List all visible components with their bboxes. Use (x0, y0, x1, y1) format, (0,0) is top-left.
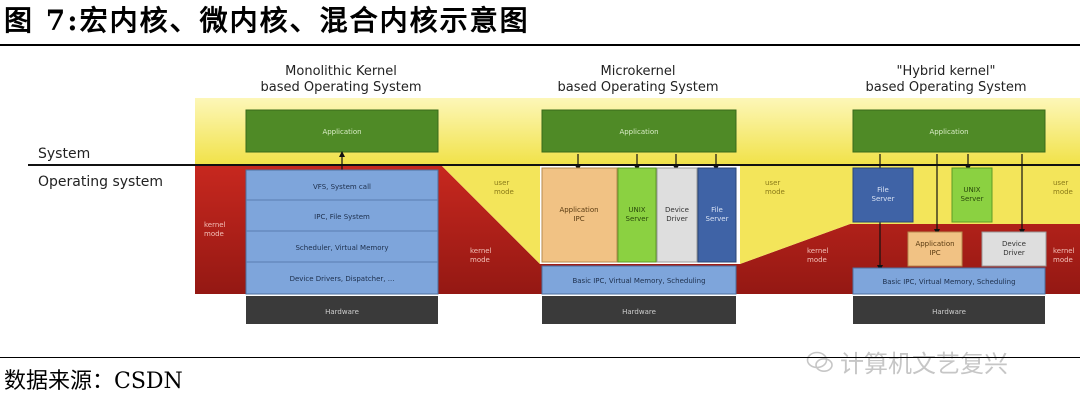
monolithic-layer-3: Scheduler, Virtual Memory (295, 244, 388, 252)
micro-hardware-box (542, 296, 736, 324)
monolithic-kernel-block (245, 169, 439, 295)
system-layer-label: System (38, 146, 90, 162)
os-layer-label: Operating system (38, 174, 163, 190)
hybrid-unix-server-box (951, 167, 993, 223)
micro-hardware-label: Hardware (622, 308, 656, 316)
micro-kernel-box (541, 265, 737, 295)
micro-kernel-label: Basic IPC, Virtual Memory, Scheduling (572, 277, 705, 285)
watermark: 计算机文艺复兴 (806, 344, 1008, 379)
hybrid-application-label: Application (929, 128, 968, 136)
monolithic-hardware-box (246, 296, 438, 324)
monolithic-layer-4: Device Drivers, Dispatcher, ... (290, 275, 395, 283)
micro-device-driver-box (656, 167, 698, 263)
monolithic-application-label: Application (322, 128, 361, 136)
monolithic-layer-2: IPC, File System (314, 213, 370, 221)
watermark-text: 计算机文艺复兴 (840, 350, 1008, 378)
hybrid-device-driver-box (981, 231, 1047, 267)
hybrid-kernel-box (852, 267, 1046, 295)
wechat-icon (806, 351, 833, 372)
hybrid-hardware-label: Hardware (932, 308, 966, 316)
hybrid-file-server-box (852, 167, 914, 223)
user-space-extension-micro (440, 164, 540, 264)
micro-unix-server-box (617, 167, 657, 263)
hybrid-heading: "Hybrid kernel"based Operating System (866, 64, 1027, 95)
hybrid-application-box (852, 109, 1046, 153)
hybrid-hardware-box (853, 296, 1045, 324)
monolithic-hardware-label: Hardware (325, 308, 359, 316)
hybrid-kernel-label: Basic IPC, Virtual Memory, Scheduling (882, 278, 1015, 286)
title-rule (0, 44, 1080, 46)
source-note: 数据来源：CSDN (4, 369, 183, 394)
micro-app-ipc-box (541, 167, 618, 263)
figure-title: 图 7:宏内核、微内核、混合内核示意图 (4, 4, 530, 37)
micro-file-server-box (697, 167, 737, 263)
hybrid-app-ipc-box (907, 231, 963, 267)
microkernel-application-box (541, 109, 737, 153)
microkernel-application-label: Application (619, 128, 658, 136)
monolithic-layer-1: VFS, System call (313, 183, 371, 191)
source-rule (0, 357, 1080, 358)
